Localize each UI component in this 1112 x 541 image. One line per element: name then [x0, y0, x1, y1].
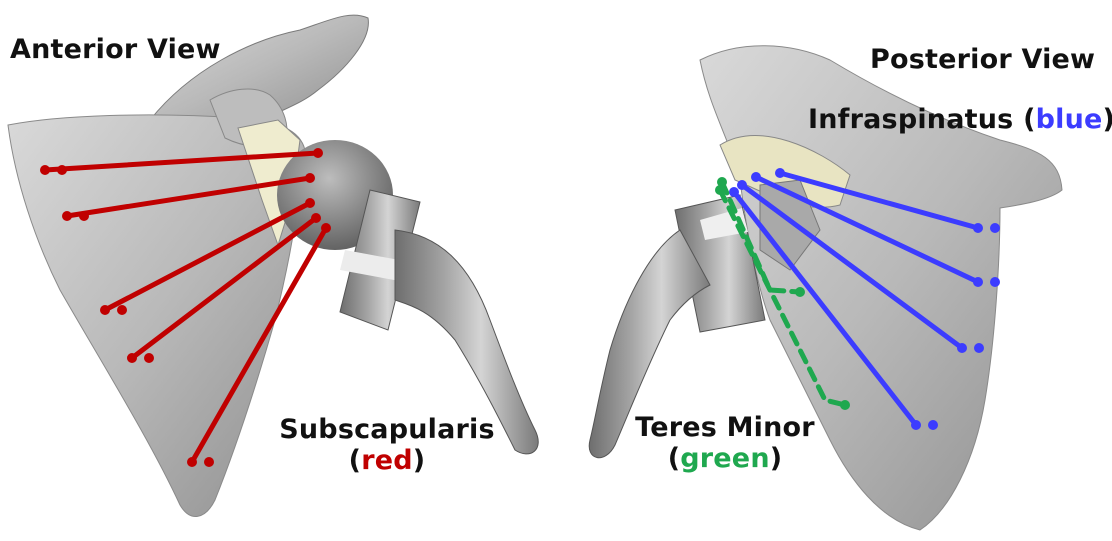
infraspinatus-label: Infraspinatus (blue)	[808, 104, 1112, 135]
teres-minor-color-caption: (green)	[615, 443, 835, 474]
paren-open: (	[1023, 104, 1036, 135]
paren-close: )	[1103, 104, 1112, 135]
teres-minor-name: Teres Minor	[615, 412, 835, 443]
infraspinatus-name: Infraspinatus	[808, 104, 1013, 135]
paren-close: )	[770, 443, 783, 474]
anterior-view-title: Anterior View	[10, 34, 221, 65]
paren-open: (	[668, 443, 681, 474]
infraspinatus-color-word: blue	[1036, 104, 1103, 135]
subscapularis-label: Subscapularis (red)	[262, 414, 512, 476]
paren-close: )	[413, 445, 426, 476]
paren-open: (	[349, 445, 362, 476]
teres-minor-label: Teres Minor (green)	[615, 412, 835, 474]
subscapularis-color-word: red	[361, 445, 413, 476]
teres-minor-color-word: green	[680, 443, 770, 474]
subscapularis-name: Subscapularis	[262, 414, 512, 445]
posterior-view-title: Posterior View	[870, 44, 1095, 75]
subscapularis-color-caption: (red)	[262, 445, 512, 476]
anterior-humeral-implant	[277, 140, 538, 454]
